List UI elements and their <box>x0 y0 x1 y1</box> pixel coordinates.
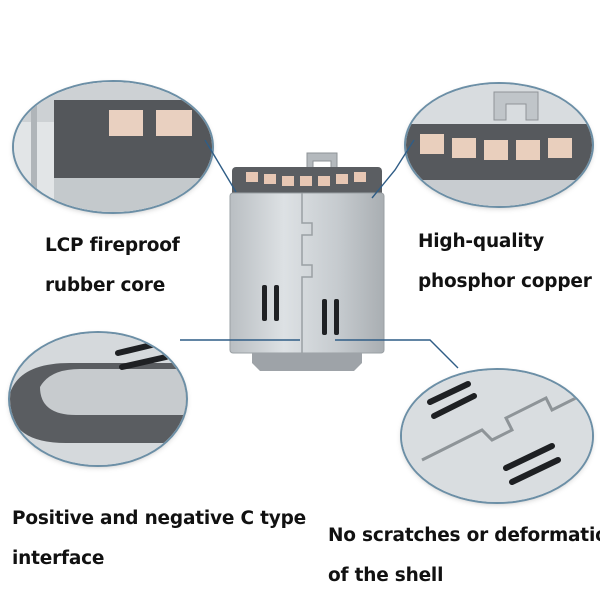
callout-line-core <box>204 139 237 193</box>
caption-line: LCP fireproof <box>45 235 180 256</box>
shell-seam-closeup <box>402 370 592 502</box>
caption-line: phosphor copper <box>418 271 592 292</box>
caption-line: rubber core <box>45 275 166 296</box>
caption-line: No scratches or deformation <box>328 525 600 546</box>
feature-caption-shell: No scratches or deformation of the shell <box>328 516 600 596</box>
feature-caption-c-type: Positive and negative C type interface <box>12 499 306 579</box>
caption-line: High-quality <box>418 231 544 252</box>
feature-caption-copper: High-quality phosphor copper <box>418 222 592 302</box>
caption-line: Positive and negative C type <box>12 508 306 529</box>
caption-line: interface <box>12 548 105 569</box>
callout-line-shell <box>335 339 459 369</box>
caption-line: of the shell <box>328 565 444 586</box>
feature-caption-lcp-core: LCP fireproof rubber core <box>45 226 180 306</box>
usb-c-connector <box>222 145 392 375</box>
callout-line-copper <box>371 139 415 199</box>
c-type-interface-closeup <box>10 333 186 465</box>
